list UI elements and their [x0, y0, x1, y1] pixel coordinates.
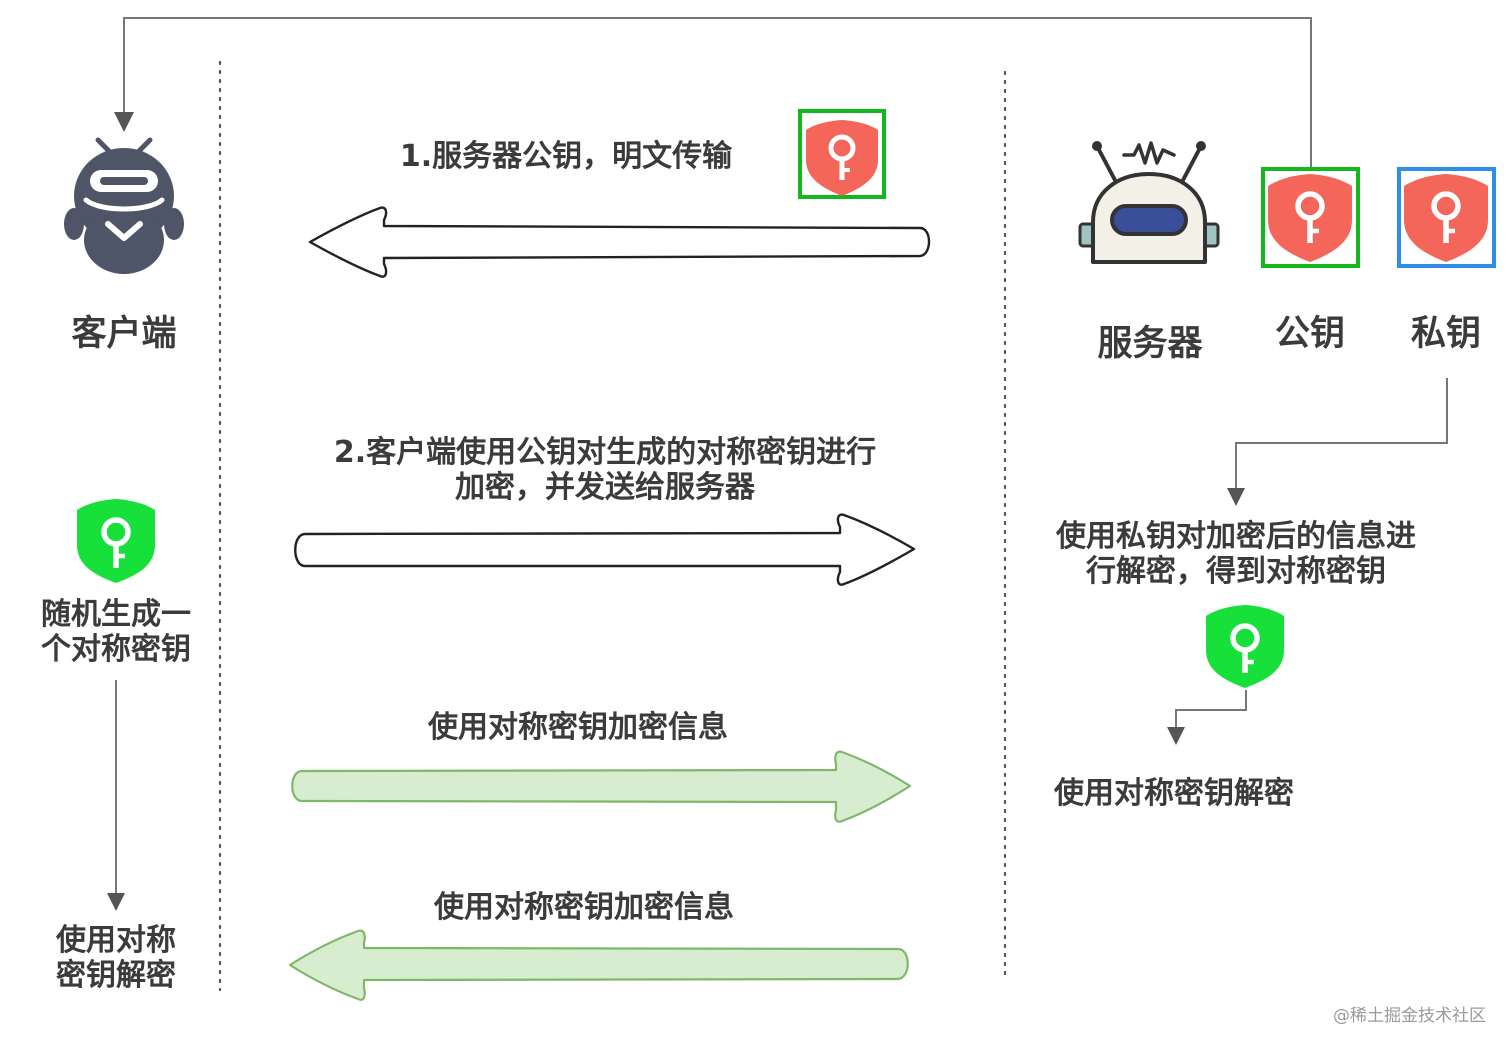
connector-arrowhead — [107, 893, 125, 911]
client-generate-note-line1: 随机生成一 — [41, 598, 191, 633]
step3-label: 使用对称密钥加密信息 — [428, 711, 728, 746]
flow-arrow-step4 — [290, 931, 908, 1000]
public-key-badge-step1 — [800, 111, 884, 197]
server-private-decrypt-note: 使用私钥对加密后的信息进 行解密，得到对称密钥 — [1056, 520, 1416, 589]
client-decrypt-note-line1: 使用对称 — [56, 924, 176, 959]
client-generate-note-line2: 个对称密钥 — [41, 633, 191, 668]
step1-label: 1.服务器公钥，明文传输 — [400, 140, 732, 175]
flow-arrow-step2 — [295, 515, 914, 585]
connector-arrowhead — [1167, 727, 1185, 745]
server-symmetric-key-connector — [1176, 690, 1246, 735]
private-key-label: 私钥 — [1411, 314, 1481, 354]
client-symmetric-key — [77, 499, 155, 583]
server-label: 服务器 — [1097, 324, 1202, 364]
shield-key-icon — [77, 499, 155, 583]
client-generate-key-note: 随机生成一 个对称密钥 — [41, 598, 191, 667]
private-key-to-decrypt-connector — [1236, 378, 1447, 496]
robot-server-icon — [1080, 141, 1218, 262]
server-symmetric-decrypt-note: 使用对称密钥解密 — [1054, 777, 1294, 812]
server-private-note-line2: 行解密，得到对称密钥 — [1056, 555, 1416, 590]
connector-arrowhead — [1227, 488, 1245, 506]
watermark: @稀土掘金技术社区 — [1333, 1001, 1486, 1026]
step2-label-line1: 2.客户端使用公钥对生成的对称密钥进行 — [334, 436, 876, 471]
connector-arrowhead — [114, 112, 134, 132]
client-label: 客户端 — [71, 314, 176, 354]
shield-key-icon — [1206, 605, 1284, 688]
step2-label-line2: 加密，并发送给服务器 — [334, 471, 876, 506]
private-key-badge — [1399, 169, 1494, 266]
client-decrypt-note: 使用对称 密钥解密 — [56, 924, 176, 993]
server-private-note-line1: 使用私钥对加密后的信息进 — [1056, 520, 1416, 555]
public-key-badge — [1263, 169, 1358, 266]
client-decrypt-note-line2: 密钥解密 — [56, 959, 176, 994]
flow-arrow-step1 — [310, 208, 929, 277]
robot-head-icon — [64, 140, 184, 274]
flow-arrow-step3 — [292, 752, 910, 822]
public-key-label: 公钥 — [1275, 314, 1345, 354]
step4-label: 使用对称密钥加密信息 — [434, 891, 734, 926]
server-symmetric-key — [1206, 605, 1284, 688]
step2-label: 2.客户端使用公钥对生成的对称密钥进行 加密，并发送给服务器 — [334, 436, 876, 505]
